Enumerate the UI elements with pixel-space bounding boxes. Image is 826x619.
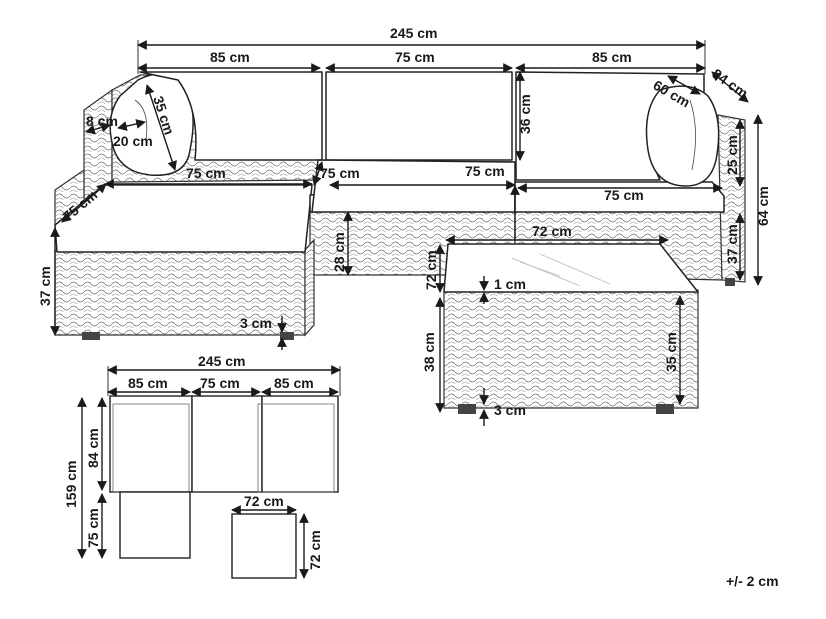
label-right-cushion: 25 cm <box>724 135 740 175</box>
label-table-width: 72 cm <box>532 223 572 239</box>
label-top-left: 85 cm <box>210 49 250 65</box>
back-cushion-left <box>139 71 323 161</box>
plan-seat-left <box>109 395 193 493</box>
label-mid-base-height: 28 cm <box>331 232 347 272</box>
label-right-seat: 75 cm <box>604 187 644 203</box>
plan-seat-right <box>261 395 339 493</box>
plan-label-table-d: 72 cm <box>307 530 323 570</box>
dimension-labels: 245 cm 85 cm 75 cm 85 cm 84 cm 60 cm 8 c… <box>37 25 771 418</box>
label-top-total: 245 cm <box>390 25 437 41</box>
label-top-mid: 75 cm <box>395 49 435 65</box>
label-mid-seat-left: 75 cm <box>320 165 360 181</box>
table-glass-top <box>443 243 699 293</box>
dimension-lines <box>50 40 763 426</box>
plan-seat-middle <box>191 395 263 493</box>
label-top-right: 85 cm <box>592 49 632 65</box>
right-pillow <box>645 85 720 187</box>
table-body <box>443 289 699 409</box>
plan-labels: 245 cm 85 cm 75 cm 85 cm 159 cm 84 cm 75… <box>63 353 323 570</box>
label-right-total-height: 64 cm <box>755 186 771 226</box>
plan-table <box>231 513 297 579</box>
plan-view <box>77 365 341 579</box>
label-back-height: 36 cm <box>517 94 533 134</box>
plan-label-total: 245 cm <box>198 353 245 369</box>
label-table-body: 35 cm <box>663 332 679 372</box>
label-pillow-depth: 20 cm <box>113 133 153 149</box>
table-foot <box>458 404 476 414</box>
plan-label-depth-total: 159 cm <box>63 461 79 508</box>
label-left-seat: 75 cm <box>186 165 226 181</box>
label-glass-thickness: 1 cm <box>494 276 526 292</box>
plan-label-w3: 85 cm <box>274 375 314 391</box>
plan-label-depth-chaise: 75 cm <box>85 508 101 548</box>
label-table-foot: 3 cm <box>494 402 526 418</box>
label-table-height: 38 cm <box>421 332 437 372</box>
label-mid-seat-right: 75 cm <box>465 163 505 179</box>
label-table-depth: 72 cm <box>423 250 439 290</box>
label-right-depth: 84 cm <box>709 65 751 101</box>
label-foot-height: 3 cm <box>240 315 272 331</box>
plan-label-depth-back: 84 cm <box>85 428 101 468</box>
chaise-foot <box>82 332 100 340</box>
tolerance-note: +/- 2 cm <box>726 573 779 589</box>
plan-label-w2: 75 cm <box>200 375 240 391</box>
label-right-base-height: 37 cm <box>724 224 740 264</box>
label-left-height: 37 cm <box>37 266 53 306</box>
back-cushion-middle <box>325 71 513 161</box>
label-arm-width: 8 cm <box>86 113 118 129</box>
plan-label-w1: 85 cm <box>128 375 168 391</box>
plan-chaise <box>119 491 191 559</box>
plan-label-table-w: 72 cm <box>244 493 284 509</box>
